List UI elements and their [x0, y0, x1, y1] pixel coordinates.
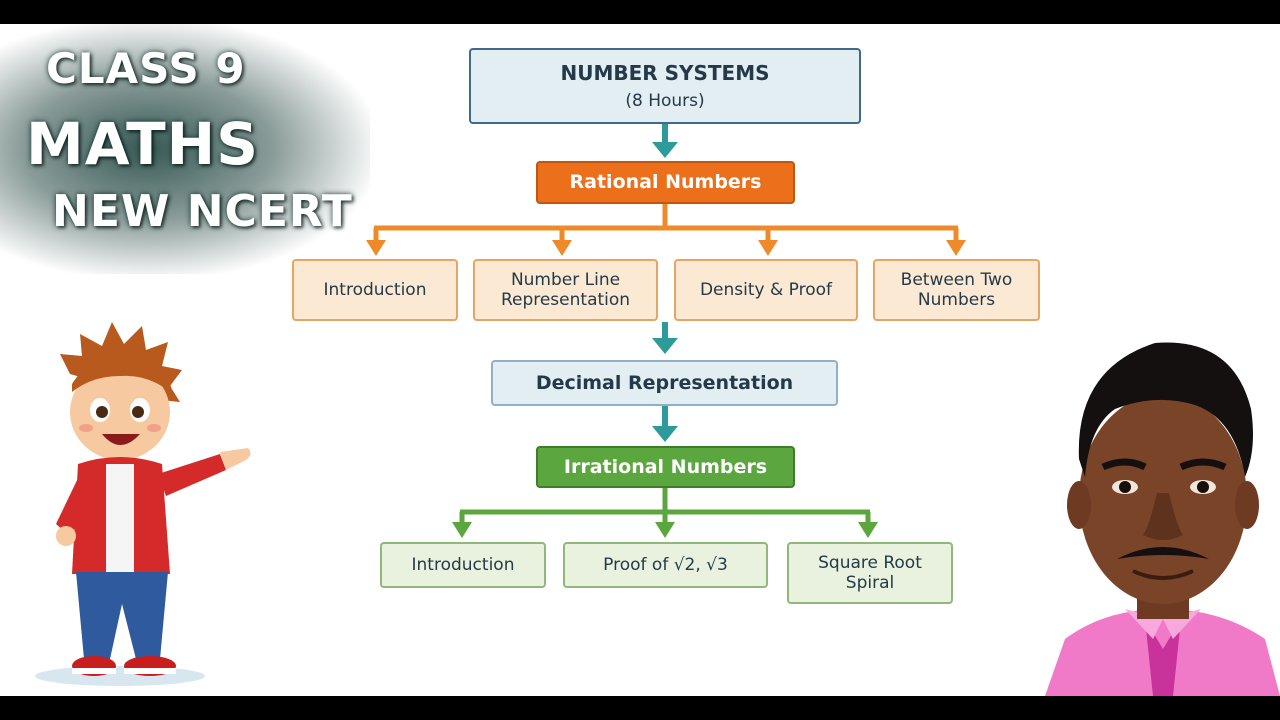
- node-rational-introduction: Introduction: [292, 259, 458, 321]
- node-irrational-introduction: Introduction: [380, 542, 546, 588]
- letterbox-bottom: [0, 696, 1280, 720]
- diagram-connectors: [366, 124, 966, 538]
- node-number-systems: NUMBER SYSTEMS (8 Hours): [469, 48, 861, 124]
- letterbox-top: [0, 0, 1280, 24]
- arrow-root-to-rational: [652, 124, 678, 158]
- node-label: Density & Proof: [699, 279, 833, 300]
- node-square-root-spiral: Square Root Spiral: [787, 542, 953, 604]
- arrow-decimal-to-irrational: [652, 406, 678, 442]
- overlay-curriculum-label: NEW NCERT: [52, 186, 353, 237]
- arrow-to-decimal: [652, 322, 678, 354]
- node-number-systems-subtitle: (8 Hours): [625, 90, 705, 111]
- node-label: Between Two Numbers: [900, 269, 1013, 310]
- node-irrational-numbers-label: Irrational Numbers: [563, 455, 768, 478]
- node-label: Number Line Representation: [500, 269, 631, 310]
- node-label: Square Root Spiral: [818, 552, 922, 593]
- cartoon-boy-illustration: [35, 322, 251, 686]
- node-between-two-numbers: Between Two Numbers: [873, 259, 1040, 321]
- overlay-class-label: CLASS 9: [46, 44, 246, 93]
- node-number-line-representation: Number Line Representation: [473, 259, 658, 321]
- rational-branch-lines: [373, 204, 959, 242]
- rational-branch-arrowheads: [366, 240, 966, 256]
- title-glow-backdrop: [0, 24, 370, 274]
- node-proof-of-roots: Proof of √2, √3: [563, 542, 768, 588]
- node-rational-numbers-label: Rational Numbers: [569, 171, 762, 194]
- node-label: Proof of √2, √3: [603, 554, 728, 575]
- node-label: Introduction: [411, 554, 515, 575]
- node-irrational-numbers: Irrational Numbers: [536, 446, 795, 488]
- node-decimal-representation: Decimal Representation: [491, 360, 838, 406]
- teacher-portrait: [1045, 342, 1280, 696]
- node-decimal-representation-label: Decimal Representation: [535, 371, 794, 394]
- overlay-subject-label: MATHS: [26, 110, 259, 178]
- node-number-systems-title: NUMBER SYSTEMS: [560, 60, 770, 85]
- node-density-proof: Density & Proof: [674, 259, 858, 321]
- irrational-branch-lines: [459, 488, 871, 524]
- node-rational-numbers: Rational Numbers: [536, 161, 795, 204]
- thumbnail-canvas: CLASS 9 MATHS NEW NCERT: [0, 24, 1280, 696]
- node-label: Introduction: [323, 279, 427, 300]
- irrational-branch-arrowheads: [452, 522, 878, 538]
